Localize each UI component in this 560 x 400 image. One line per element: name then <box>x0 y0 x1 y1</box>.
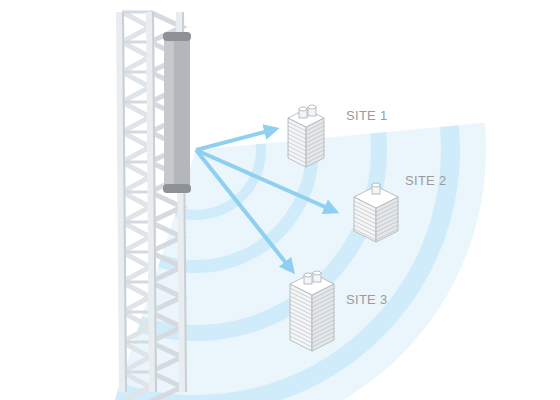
buildings <box>288 105 398 351</box>
site-label: SITE 3 <box>346 292 388 307</box>
site-label: SITE 2 <box>405 173 447 188</box>
antenna <box>163 32 191 193</box>
site-label: SITE 1 <box>346 108 388 123</box>
coverage-fan <box>106 123 486 400</box>
